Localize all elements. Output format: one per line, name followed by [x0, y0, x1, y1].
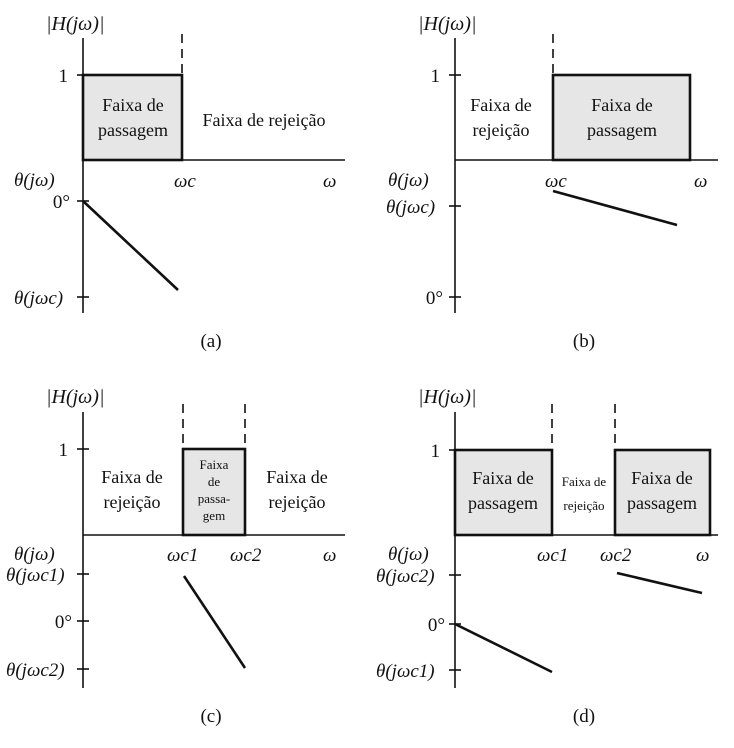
panel-d-passband-left-label-2: passagem [468, 493, 538, 513]
panel-b-mag-one: 1 [431, 66, 441, 87]
panel-c-phase-label: θ(jω) [14, 544, 55, 565]
panel-d: |H(jω)| 1 Faixa de passagem Faixa de rej… [376, 386, 718, 727]
panel-d-phase-label: θ(jω) [388, 544, 429, 565]
panel-b-stopband-label-1: Faixa de [470, 95, 531, 115]
panel-d-passband-left-label-1: Faixa de [472, 468, 533, 488]
panel-b-cutoff-label: ωc [545, 171, 567, 192]
panel-c-passband [181, 447, 247, 537]
panel-b-phase-label: θ(jω) [388, 170, 429, 191]
panel-d-stopband-label-2: rejeição [563, 498, 604, 513]
panel-b-magnitude-label: |H(jω)| [418, 13, 476, 35]
panel-b-passband-label-1: Faixa de [591, 95, 652, 115]
panel-a-mag-one: 1 [59, 66, 69, 87]
panel-d-passband-right-label-2: passagem [627, 493, 697, 513]
panel-d-theta-wc2-label: θ(jωc2) [376, 566, 435, 587]
panel-a-cutoff-label: ωc [174, 171, 196, 192]
panel-b-caption: (b) [573, 331, 595, 352]
panel-d-omega-label: ω [696, 545, 709, 566]
panel-d-stopband-label-1: Faixa de [562, 474, 607, 489]
panel-c-passband-label-1: Faixa [200, 457, 229, 472]
panel-d-magnitude-label: |H(jω)| [418, 386, 476, 408]
panel-a-stopband-label: Faixa de rejeição [203, 110, 326, 130]
panel-a-passband-label-1: Faixa de [102, 95, 163, 115]
panel-b-zero-deg: 0° [426, 288, 443, 309]
panel-b-theta-wc-label: θ(jωc) [386, 197, 435, 218]
panel-d-passband-right [613, 448, 712, 537]
panel-c-theta-wc1-label: θ(jωc1) [6, 565, 65, 586]
panel-a-theta-wc-label: θ(jωc) [14, 288, 63, 309]
panel-c-stopband-left-label-1: Faixa de [101, 467, 162, 487]
panel-c-stopband-right-label-1: Faixa de [266, 467, 327, 487]
panel-c-mag-one: 1 [59, 440, 69, 461]
panel-a-passband [81, 73, 184, 162]
panel-a-phase-label: θ(jω) [14, 170, 55, 191]
panel-c-passband-label-4: gem [203, 508, 225, 523]
panel-c-zero-deg: 0° [55, 612, 72, 633]
panel-c-cutoff1-label: ωc1 [167, 545, 198, 566]
panel-c: |H(jω)| 1 Faixa de rejeição Faixa de pas… [6, 386, 345, 727]
panel-b-passband [551, 73, 692, 162]
panel-c-stopband-left-label-2: rejeição [104, 492, 161, 512]
panel-d-caption: (d) [573, 706, 595, 727]
panel-a-zero-deg: 0° [53, 192, 70, 213]
panel-a-magnitude-label: |H(jω)| [46, 13, 104, 35]
panel-d-cutoff2-label: ωc2 [600, 545, 632, 566]
panel-a-caption: (a) [200, 331, 221, 352]
panel-d-zero-deg: 0° [428, 615, 445, 636]
panel-c-passband-label-2: de [208, 474, 221, 489]
panel-b-stopband-label-2: rejeição [473, 120, 530, 140]
panel-c-cutoff2-label: ωc2 [230, 545, 262, 566]
panel-a-passband-label-2: passagem [98, 120, 168, 140]
panel-c-stopband-right-label-2: rejeição [269, 492, 326, 512]
panel-b: |H(jω)| 1 Faixa de rejeição Faixa de pas… [386, 13, 718, 352]
panel-a: |H(jω)| 1 Faixa de passagem Faixa de rej… [14, 13, 345, 352]
panel-c-magnitude-label: |H(jω)| [46, 386, 104, 408]
panel-a-phase-line [82, 200, 179, 291]
panel-d-phase-line-low [454, 622, 553, 674]
panel-d-theta-wc1-label: θ(jωc1) [376, 661, 435, 682]
panel-c-omega-label: ω [323, 545, 336, 566]
panel-d-mag-one: 1 [431, 441, 441, 462]
panel-c-passband-label-3: passa- [198, 491, 231, 506]
panel-c-phase-line [182, 575, 247, 669]
panel-b-passband-label-2: passagem [587, 120, 657, 140]
panel-d-phase-line-high [616, 571, 703, 595]
panel-a-omega-label: ω [323, 171, 336, 192]
panel-d-cutoff1-label: ωc1 [537, 545, 568, 566]
panel-d-passband-right-label-1: Faixa de [631, 468, 692, 488]
panel-b-phase-line [552, 189, 678, 227]
panel-b-omega-label: ω [694, 171, 707, 192]
panel-c-caption: (c) [200, 706, 221, 727]
panel-c-theta-wc2-label: θ(jωc2) [6, 660, 65, 681]
panel-d-passband-left [453, 448, 554, 537]
